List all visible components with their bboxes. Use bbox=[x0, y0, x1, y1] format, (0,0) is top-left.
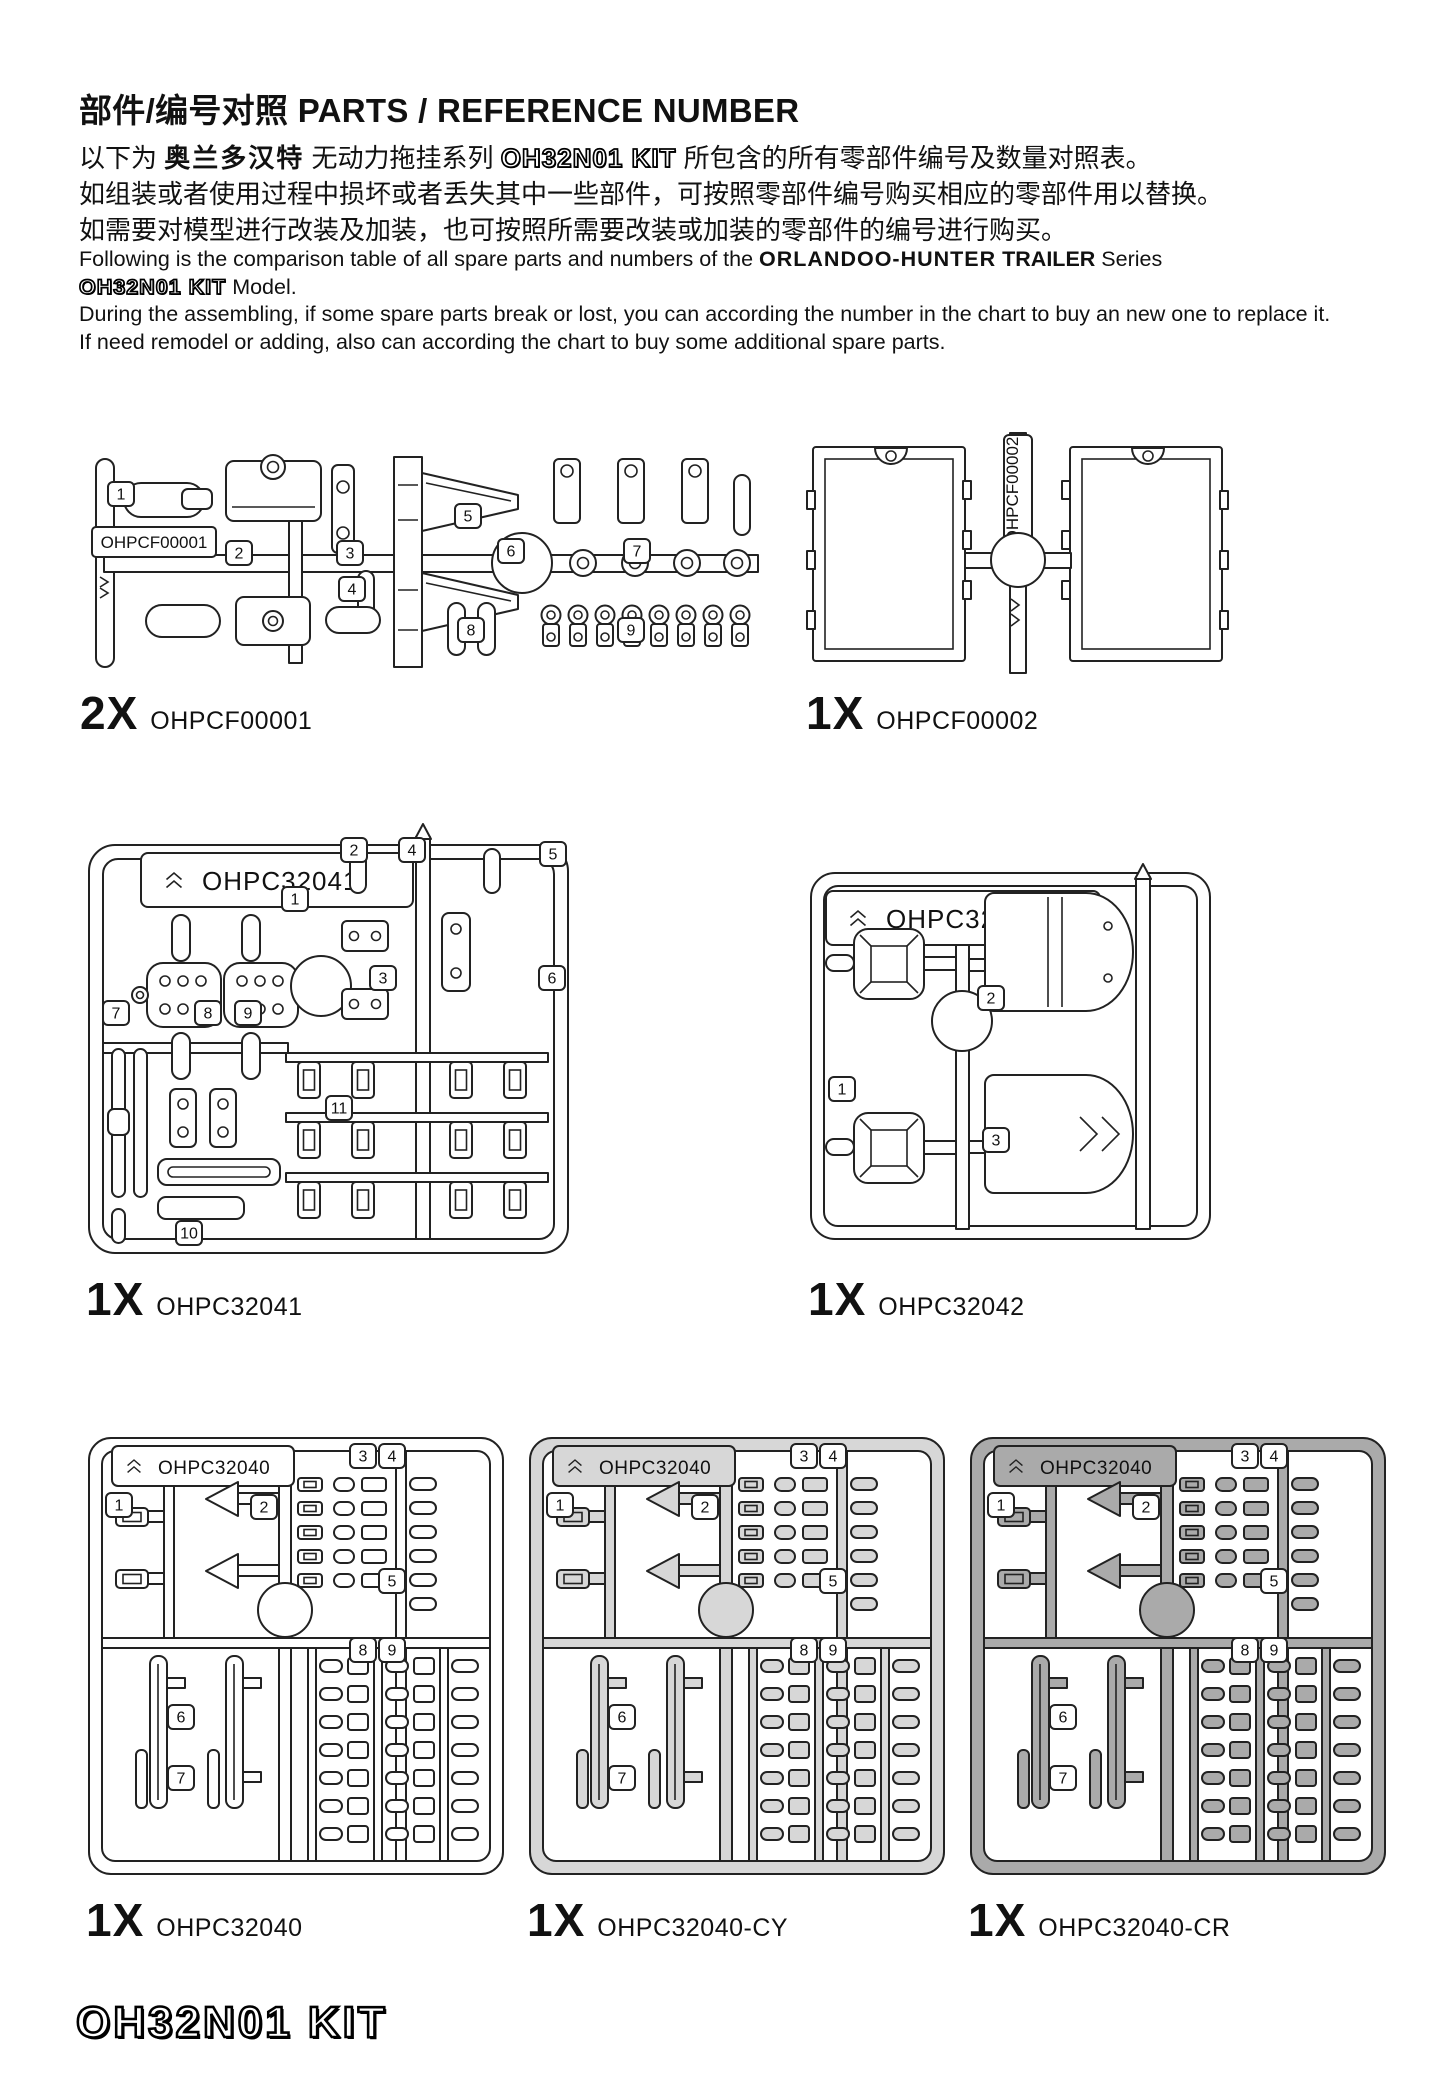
sprue-quantity: 1X bbox=[527, 1894, 586, 1946]
sprue-plate-label: OHPC32041 bbox=[202, 866, 358, 896]
sprue-quantity: 1X bbox=[968, 1894, 1027, 1946]
svg-text:10: 10 bbox=[180, 1226, 198, 1243]
sprue-caption-ohpc32042: 1X OHPC32042 bbox=[808, 1272, 1025, 1326]
chevron-marks bbox=[1079, 1116, 1121, 1152]
callout-badges: 1 2 3 4 5 6 7 8 9 10 11 bbox=[102, 837, 567, 1246]
sprue-plate bbox=[140, 852, 414, 908]
svg-text:1: 1 bbox=[838, 1082, 847, 1099]
svg-text:2: 2 bbox=[987, 991, 996, 1008]
sprue-quantity: 1X bbox=[808, 1273, 867, 1325]
sprue-drawing-ohpc32040-cr bbox=[968, 1420, 1388, 1878]
kit-logo-inline: OH32N01 KIT bbox=[500, 142, 677, 174]
sprue-quantity: 2X bbox=[80, 687, 139, 739]
sprue-quantity: 1X bbox=[86, 1894, 145, 1946]
svg-text:3: 3 bbox=[992, 1133, 1001, 1150]
intro-chinese: 以下为 奥兰多汉特 无动力拖挂系列 OH32N01 KIT 所包含的所有零部件编… bbox=[79, 140, 1223, 248]
svg-text:1: 1 bbox=[117, 487, 126, 504]
sprue-caption-ohpc32040-cr: 1X OHPC32040-CR bbox=[968, 1893, 1230, 1947]
svg-text:4: 4 bbox=[408, 843, 417, 860]
sprue-drawing-ohpcf00002: OHPCF00002 bbox=[806, 432, 1229, 674]
svg-text:11: 11 bbox=[331, 1101, 348, 1118]
intro-english: Following is the comparison table of all… bbox=[78, 246, 1331, 356]
svg-text:7: 7 bbox=[112, 1006, 121, 1023]
sprue-code: OHPCF00002 bbox=[876, 707, 1039, 735]
kit-logo-inline: OH32N01 KIT bbox=[78, 274, 227, 300]
sprue-code: OHPCF00001 bbox=[150, 707, 313, 735]
intro-en-line1: Following is the comparison table of all… bbox=[79, 247, 1163, 271]
sprue-code: OHPC32040-CR bbox=[1038, 1914, 1231, 1942]
svg-text:2: 2 bbox=[350, 843, 359, 860]
sprue-plate-label: OHPCF00001 bbox=[101, 533, 208, 552]
svg-text:5: 5 bbox=[464, 509, 473, 526]
sprue-code: OHPC32040-CY bbox=[597, 1914, 789, 1942]
svg-text:5: 5 bbox=[549, 847, 558, 864]
intro-zh-line3: 如需要对模型进行改装及加装，也可按照所需要改装或加装的零部件的编号进行购买。 bbox=[79, 215, 1068, 245]
svg-text:3: 3 bbox=[379, 971, 388, 988]
sprue-caption-ohpcf00001: 2X OHPCF00001 bbox=[80, 686, 312, 740]
sprue-code: OHPC32040 bbox=[156, 1914, 303, 1942]
sprue-drawing-ohpc32041: OHPC32041 bbox=[88, 823, 569, 1254]
sprue-quantity: 1X bbox=[806, 687, 865, 739]
svg-text:2: 2 bbox=[235, 546, 244, 563]
sprue-drawing-ohpc32040-cy bbox=[527, 1420, 947, 1878]
callout-badges: 1 2 3 4 5 6 7 8 9 bbox=[107, 481, 651, 643]
sprue-plate bbox=[91, 526, 217, 558]
svg-text:9: 9 bbox=[244, 1006, 253, 1023]
svg-text:3: 3 bbox=[346, 546, 355, 563]
svg-text:6: 6 bbox=[548, 971, 557, 988]
sprue-quantity: 1X bbox=[86, 1273, 145, 1325]
svg-text:6: 6 bbox=[507, 544, 516, 561]
sprue-plate-label: OHPCF00002 bbox=[1003, 437, 1022, 544]
intro-zh-line1: 以下为 奥兰多汉特 无动力拖挂系列 OH32N01 KIT 所包含的所有零部件编… bbox=[79, 142, 1152, 174]
brand-name-en: ORLANDOO-HUNTER bbox=[759, 247, 997, 271]
sprue-caption-ohpc32040: 1X OHPC32040 bbox=[86, 1893, 303, 1947]
callout-badges: 1 2 3 bbox=[828, 985, 1010, 1153]
sprue-drawing-ohpc32040 bbox=[86, 1420, 506, 1878]
intro-en-line2: OH32N01 KIT Model. bbox=[78, 274, 297, 300]
brand-chevron-icon bbox=[1010, 598, 1021, 627]
svg-text:8: 8 bbox=[467, 623, 476, 640]
page-title: 部件/编号对照 PARTS / REFERENCE NUMBER bbox=[79, 92, 800, 129]
svg-text:7: 7 bbox=[633, 544, 642, 561]
intro-en-line4: If need remodel or adding, also can acco… bbox=[79, 329, 946, 354]
sprue-code: OHPC32042 bbox=[878, 1293, 1025, 1321]
sprue-drawing-ohpc32042: OHPC32042 123 bbox=[810, 863, 1211, 1240]
brand-name-zh: 奥兰多汉特 bbox=[164, 143, 305, 173]
svg-text:8: 8 bbox=[204, 1006, 213, 1023]
intro-en-line3: During the assembling, if some spare par… bbox=[79, 302, 1331, 326]
svg-text:9: 9 bbox=[627, 623, 636, 640]
kit-logo-footer: OH32N01 KIT bbox=[75, 1997, 388, 2049]
intro-zh-line2: 如组装或者使用过程中损坏或者丢失其中一些部件，可按照零部件编号购买相应的零部件用… bbox=[79, 179, 1224, 209]
sprue-code: OHPC32041 bbox=[156, 1293, 303, 1321]
brand-chevron-icon bbox=[99, 576, 110, 599]
svg-text:4: 4 bbox=[348, 582, 357, 599]
sprue-caption-ohpc32040-cy: 1X OHPC32040-CY bbox=[527, 1893, 788, 1947]
sprue-caption-ohpcf00002: 1X OHPCF00002 bbox=[806, 686, 1038, 740]
sprue-caption-ohpc32041: 1X OHPC32041 bbox=[86, 1272, 303, 1326]
sprue-drawing-ohpcf00001: OHPCF00001 1 2 3 4 5 6 7 8 9 bbox=[91, 454, 759, 668]
svg-text:1: 1 bbox=[291, 892, 300, 909]
